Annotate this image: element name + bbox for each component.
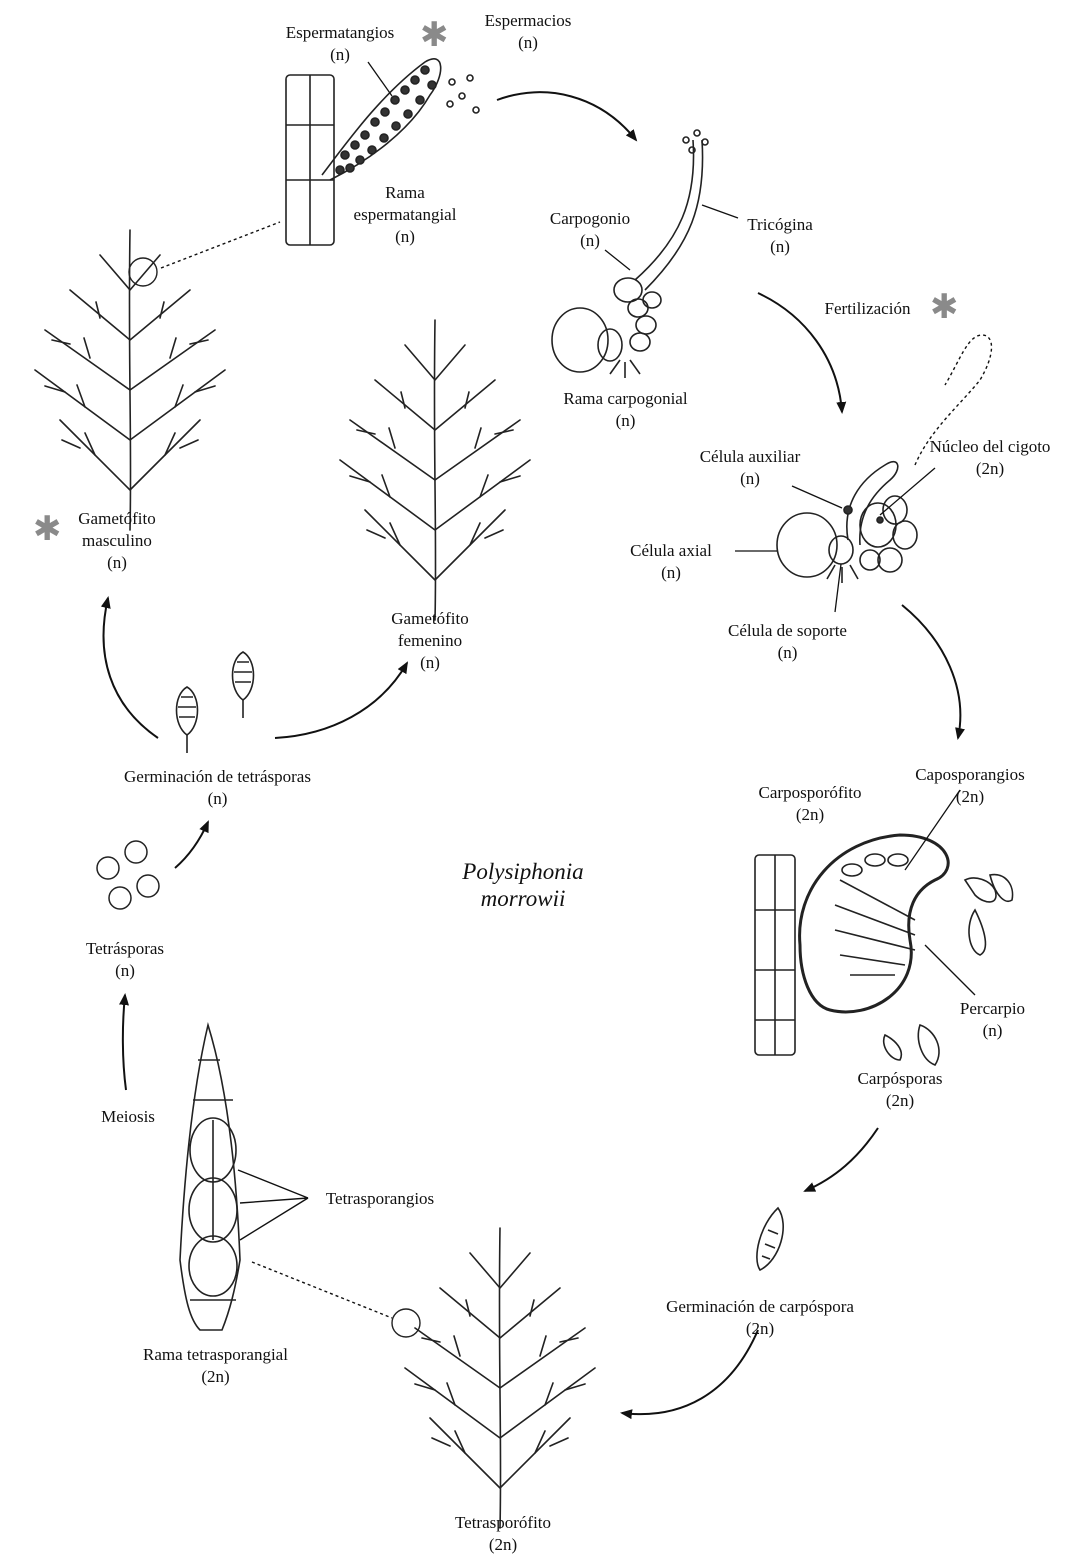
label-germinacion-carpospora: Germinación de carpóspora (2n) xyxy=(640,1296,880,1340)
tetraspores-drawing xyxy=(97,841,159,909)
tetrasporophyte-drawing xyxy=(405,1228,595,1528)
asterisk-icon: ✱ xyxy=(33,512,62,546)
label-espermacios: Espermacios (n) xyxy=(468,10,588,54)
leader-carpogonio xyxy=(605,250,630,270)
label-celula-auxiliar: Célula auxiliar (n) xyxy=(685,446,815,490)
label-tricogina: Tricógina (n) xyxy=(735,214,825,258)
tetrasporangia-pointer-1 xyxy=(238,1170,308,1198)
tetrasporangial-branch-drawing xyxy=(180,1025,240,1330)
arrow-to-carposporophyte xyxy=(902,605,960,738)
tetrasporangia-pointer-2 xyxy=(240,1198,308,1203)
asterisk-icon: ✱ xyxy=(420,18,449,52)
label-gametofito-femenino: Gametófito femenino (n) xyxy=(375,608,485,674)
label-germinacion-tetrasporas: Germinación de tetrásporas (n) xyxy=(95,766,340,810)
label-caposporangios: Caposporangios (2n) xyxy=(895,764,1045,808)
arrow-meiosis xyxy=(123,995,126,1090)
tetrasporangia-pointer-3 xyxy=(240,1198,308,1240)
arrow-to-male xyxy=(104,598,158,738)
leader-tricogina xyxy=(702,205,738,218)
label-gametofito-masculino: Gametófito masculino (n) xyxy=(62,508,172,574)
label-celula-soporte: Célula de soporte (n) xyxy=(710,620,865,664)
label-meiosis: Meiosis xyxy=(88,1106,168,1128)
leader-percarpio xyxy=(925,945,975,995)
arrow-to-germination xyxy=(175,822,208,868)
label-celula-axial: Célula axial (n) xyxy=(612,540,730,584)
label-tetrasporofito: Tetrasporófito (2n) xyxy=(438,1512,568,1556)
germinating-tetraspore-1 xyxy=(177,687,198,753)
label-tetrasporas: Tetrásporas (n) xyxy=(70,938,180,982)
arrow-to-female xyxy=(275,663,407,738)
connector-male-detail xyxy=(161,222,280,268)
leader-soporte xyxy=(835,564,841,612)
title-line-2: morrowii xyxy=(481,886,566,911)
label-carpogonio: Carpogonio (n) xyxy=(535,208,645,252)
label-carposporas: Carpósporas (2n) xyxy=(840,1068,960,1112)
male-gametophyte-drawing xyxy=(35,230,225,530)
arrow-to-tetrasporophyte xyxy=(622,1330,758,1414)
label-carposporofito: Carposporófito (2n) xyxy=(740,782,880,826)
label-rama-tetrasporangial: Rama tetrasporangial (2n) xyxy=(118,1344,313,1388)
female-gametophyte-drawing xyxy=(340,320,530,620)
arrow-carpospore-release xyxy=(805,1128,878,1191)
carpogonial-branch-drawing xyxy=(552,130,708,378)
title-line-1: Polysiphonia xyxy=(462,859,583,884)
germinating-carpospore-drawing xyxy=(757,1208,783,1270)
label-espermatangios: Espermatangios (n) xyxy=(265,22,415,66)
diagram-title: Polysiphonia morrowii xyxy=(438,858,608,912)
label-rama-carpogonial: Rama carpogonial (n) xyxy=(543,388,708,432)
label-fertilizacion: Fertilización xyxy=(810,298,925,320)
label-percarpio: Percarpio (n) xyxy=(940,998,1045,1042)
arrow-spermatia-to-carpogonium xyxy=(497,92,636,140)
label-rama-espermatangial: Rama espermatangial (n) xyxy=(340,182,470,248)
leader-espermatangios xyxy=(368,62,392,96)
connector-tetra-detail xyxy=(252,1262,392,1318)
germinating-tetraspore-2 xyxy=(233,652,254,718)
tetra-zoom-circle xyxy=(392,1309,420,1337)
label-nucleo-cigoto: Núcleo del cigoto (2n) xyxy=(915,436,1065,480)
label-tetrasporangios: Tetrasporangios xyxy=(310,1188,450,1210)
asterisk-icon: ✱ xyxy=(930,290,959,324)
